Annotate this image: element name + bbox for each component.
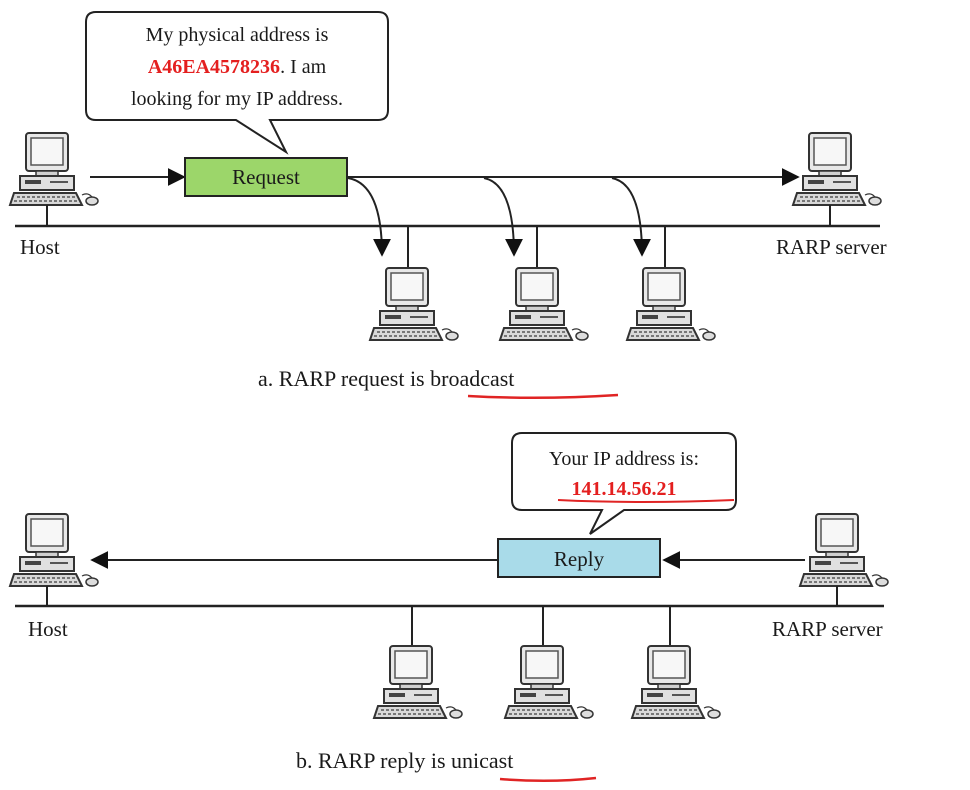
computer-icon	[499, 267, 589, 341]
rarp-server-computer-icon	[799, 513, 889, 587]
physical-address: A46EA4578236	[148, 56, 280, 78]
request-box	[184, 157, 348, 197]
caption-b-prefix: b. RARP reply is	[296, 748, 451, 773]
bubble-line-1: My physical address is	[146, 24, 329, 46]
server-label-b: RARP server	[772, 617, 883, 641]
reply-bubble-line-1: Your IP address is:	[549, 448, 699, 470]
caption-b: b. RARP reply is unicast	[296, 748, 513, 773]
caption-a: a. RARP request is broadcast	[258, 366, 514, 391]
reply-label: Reply	[554, 547, 605, 571]
computer-icon	[626, 267, 716, 341]
computer-icon	[369, 267, 459, 341]
bubble-line-2: A46EA4578236. I am	[148, 56, 327, 78]
computer-icon	[504, 645, 594, 719]
host-computer-icon	[9, 132, 99, 206]
computer-icon	[631, 645, 721, 719]
broadcast-arrow-2	[483, 177, 523, 257]
host-label-a: Host	[20, 235, 60, 259]
reply-speech-bubble: Your IP address is: 141.14.56.21	[511, 432, 737, 535]
reply-box	[497, 538, 661, 578]
broadcast-underline	[467, 393, 619, 400]
request-label: Request	[232, 165, 300, 189]
part-b: Your IP address is: 141.14.56.21 Reply	[9, 432, 889, 783]
bubble-line-2-suffix: . I am	[280, 56, 327, 78]
broadcast-arrow-3	[611, 177, 651, 257]
caption-b-mode: unicast	[451, 748, 513, 773]
part-a: My physical address is A46EA4578236. I a…	[9, 11, 887, 400]
request-speech-bubble: My physical address is A46EA4578236. I a…	[85, 11, 389, 155]
assigned-ip-address: 141.14.56.21	[572, 478, 677, 500]
caption-a-mode: broadcast	[430, 366, 514, 391]
server-label-a: RARP server	[776, 235, 887, 259]
computer-icon	[373, 645, 463, 719]
ip-underline	[557, 499, 735, 503]
unicast-underline	[499, 776, 597, 783]
broadcast-arrow-1	[347, 177, 391, 257]
bubble-line-3: looking for my IP address.	[131, 88, 343, 110]
rarp-server-computer-icon	[792, 132, 882, 206]
caption-a-prefix: a. RARP request is	[258, 366, 430, 391]
host-computer-icon	[9, 513, 99, 587]
host-label-b: Host	[28, 617, 68, 641]
